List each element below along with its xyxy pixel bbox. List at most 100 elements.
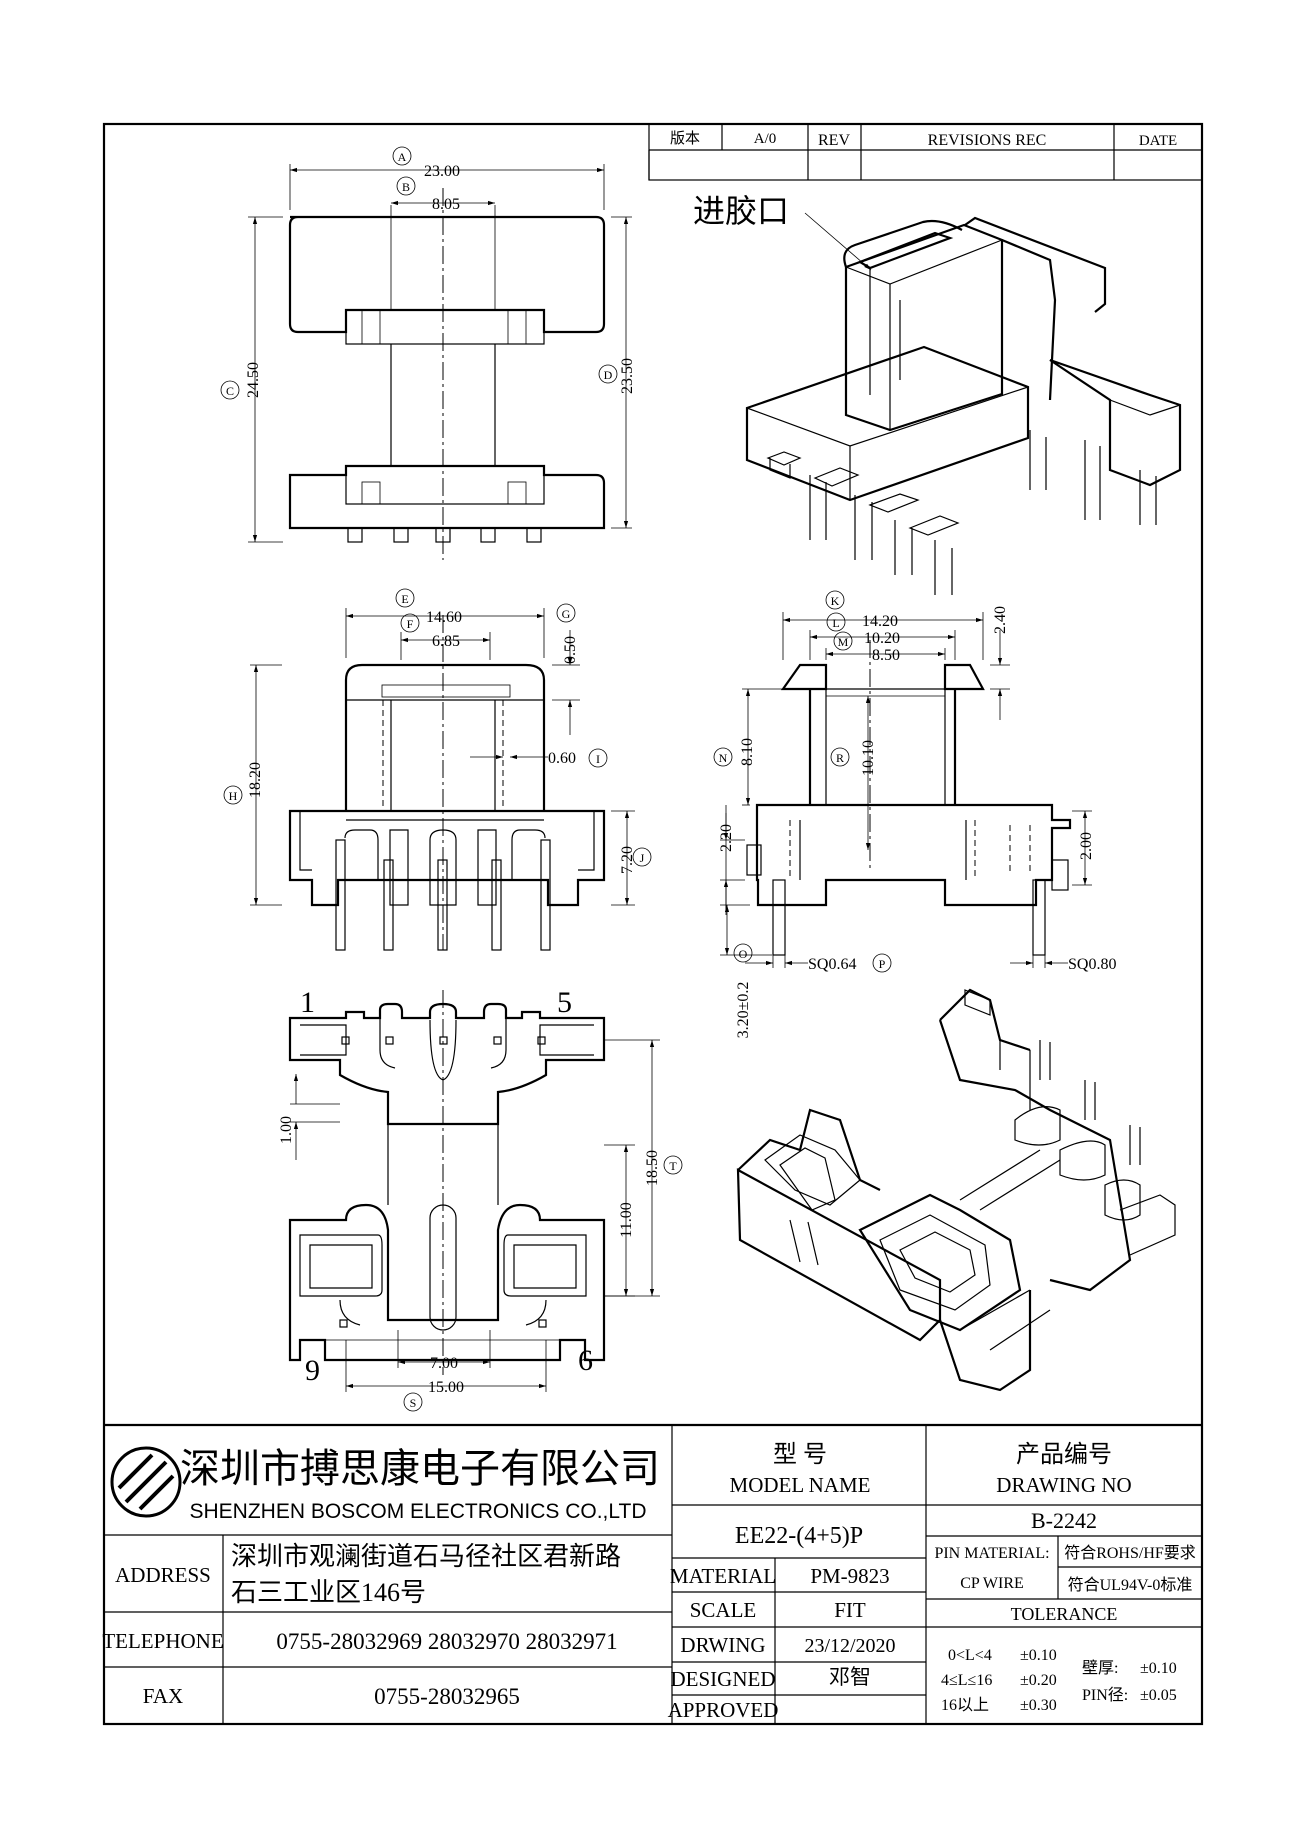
dim-G: 0.50 [562, 636, 579, 664]
dim-pin-pitch: 1.00 [278, 1116, 295, 1144]
version-label: 版本 [670, 130, 700, 147]
drawing-no-value: B-2242 [1031, 1508, 1097, 1533]
drawing-no-label-cn: 产品编号 [1016, 1441, 1112, 1468]
tolerance-label: TOLERANCE [1011, 1604, 1118, 1624]
dim-A: 23.00 [424, 163, 460, 180]
gate-label: 进胶口 [693, 193, 789, 229]
callout-R: R [836, 751, 844, 765]
rohs-note: 符合ROHS/HF要求 [1064, 1544, 1196, 1562]
dim-O: 3.20±0.2 [735, 982, 752, 1039]
callout-D: D [604, 368, 613, 382]
dim-D: 23.50 [619, 358, 636, 394]
fax-value: 0755-28032965 [374, 1684, 520, 1709]
model-value: EE22-(4+5)P [735, 1523, 863, 1549]
rev-label: REV [818, 132, 850, 149]
callout-F: F [407, 617, 414, 631]
callout-P: P [879, 957, 886, 971]
dim-L: 10.20 [864, 630, 900, 647]
revision-block: 版本 A/0 REV REVISIONS REC DATE [648, 123, 1203, 181]
dim-P: SQ0.64 [808, 956, 856, 973]
version-value: A/0 [754, 131, 777, 147]
dim-side-top-small: 2.40 [992, 606, 1009, 634]
callout-H: H [229, 789, 238, 803]
dim-inner: 11.00 [618, 1202, 635, 1237]
dim-R: 10.10 [860, 740, 877, 776]
dim-J: 7.20 [619, 846, 636, 874]
callout-J: J [640, 851, 645, 865]
dim-side-left-lower: 2.20 [718, 824, 735, 852]
callout-A: A [398, 150, 407, 164]
fax-label: FAX [143, 1684, 183, 1708]
tol-range-1: 0<L<4 [948, 1647, 992, 1664]
dim-H: 18.20 [247, 762, 264, 798]
company-logo [110, 1446, 182, 1518]
model-label-en: MODEL NAME [730, 1473, 871, 1497]
designed-label: DESIGNED [671, 1667, 776, 1691]
front-view: E 14.60 F 6.85 G 0.50 H 18.20 0.60 I 7.2… [223, 588, 652, 951]
dim-I: 0.60 [548, 750, 576, 767]
dim-pin-span: 7.00 [430, 1355, 458, 1372]
tol-range-2: 4≤L≤16 [941, 1672, 992, 1689]
side-view: K 14.20 L 10.20 M 8.50 2.40 8.10 N 10.10… [713, 590, 1116, 1039]
company-name-en: SHENZHEN BOSCOM ELECTRONICS CO.,LTD [190, 1500, 647, 1523]
callout-N: N [719, 751, 728, 765]
drwing-value: 23/12/2020 [804, 1635, 895, 1657]
pin-dia-label: PIN径: [1082, 1686, 1128, 1704]
material-label: MATERIAL [670, 1564, 776, 1588]
wall-label: 壁厚: [1082, 1658, 1118, 1677]
pin-material-value: CP WIRE [960, 1575, 1024, 1592]
designed-value: 邓智 [829, 1665, 871, 1689]
callout-K: K [831, 594, 840, 608]
title-block: 深圳市搏思康电子有限公司 SHENZHEN BOSCOM ELECTRONICS… [102, 1423, 1202, 1724]
dim-N: 8.10 [739, 738, 756, 766]
address-line-2: 石三工业区146号 [231, 1578, 426, 1607]
telephone-label: TELEPHONE [102, 1629, 223, 1653]
tol-value-3: ±0.30 [1020, 1697, 1057, 1714]
top-view: A 23.00 B 8.05 C 24.50 D 23.50 [220, 146, 636, 560]
callout-L: L [832, 616, 839, 630]
tol-value-1: ±0.10 [1020, 1647, 1057, 1664]
callout-G: G [562, 607, 571, 621]
dim-S: 15.00 [428, 1379, 464, 1396]
wall-value: ±0.10 [1140, 1660, 1177, 1677]
approved-label: APPROVED [668, 1698, 779, 1722]
dim-F: 6.85 [432, 633, 460, 650]
dim-M: 8.50 [872, 647, 900, 664]
callout-E: E [401, 592, 408, 606]
pin-label-5: 5 [557, 986, 572, 1019]
pin-material-label: PIN MATERIAL: [934, 1545, 1049, 1562]
revisions-rec-label: REVISIONS REC [928, 132, 1047, 149]
dim-C: 24.50 [245, 362, 262, 398]
address-line-1: 深圳市观澜街道石马径社区君新路 [231, 1542, 621, 1571]
drwing-label: DRWING [680, 1633, 765, 1657]
material-value: PM-9823 [810, 1564, 889, 1588]
bottom-view: 1 5 9 6 1.00 18.50 T 11.00 7.00 15.00 S [278, 986, 683, 1412]
callout-B: B [402, 180, 410, 194]
dim-side-sq-right: SQ0.80 [1068, 956, 1116, 973]
isometric-view-bottom [736, 988, 1176, 1392]
callout-M: M [838, 635, 849, 649]
dim-E: 14.60 [426, 609, 462, 626]
tol-value-2: ±0.20 [1020, 1672, 1057, 1689]
scale-value: FIT [834, 1598, 866, 1622]
callout-T: T [669, 1159, 677, 1173]
callout-S: S [410, 1396, 417, 1410]
pin-label-6: 6 [578, 1344, 593, 1377]
date-label: DATE [1139, 133, 1177, 149]
pin-label-9: 9 [305, 1354, 320, 1387]
pin-label-1: 1 [300, 986, 315, 1019]
scale-label: SCALE [690, 1598, 757, 1622]
dim-B: 8.05 [432, 196, 460, 213]
dim-side-right-lower: 2.00 [1078, 832, 1095, 860]
callout-C: C [226, 384, 234, 398]
callout-O: O [739, 947, 748, 961]
dim-K: 14.20 [862, 613, 898, 630]
drawing-no-label-en: DRAWING NO [996, 1473, 1131, 1497]
address-label: ADDRESS [115, 1563, 211, 1587]
ul-note: 符合UL94V-0标准 [1068, 1576, 1193, 1594]
model-label-cn: 型 号 [773, 1441, 827, 1468]
company-name-cn: 深圳市搏思康电子有限公司 [180, 1446, 660, 1491]
pin-dia-value: ±0.05 [1140, 1687, 1177, 1704]
dim-T: 18.50 [644, 1150, 661, 1186]
